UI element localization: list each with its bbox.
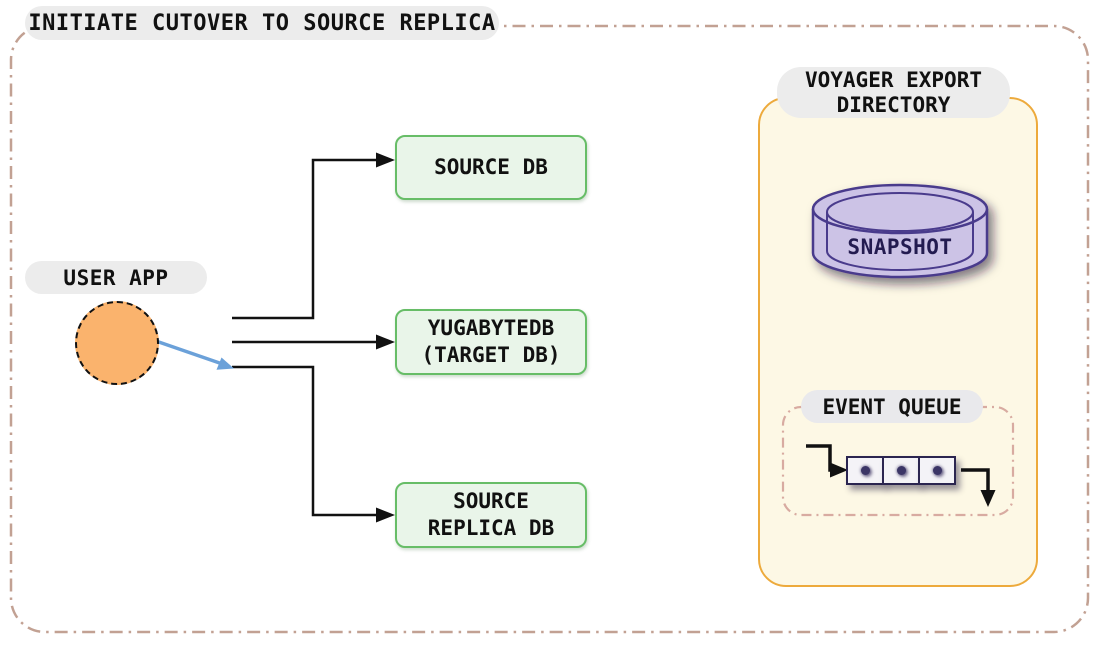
node-yugabytedb-label-line2: (TARGET DB) [421,343,561,367]
node-yugabytedb-target: YUGABYTEDB (TARGET DB) [395,309,587,375]
voyager-label-line1: VOYAGER EXPORT [804,67,982,92]
queue-item-icon [846,456,884,485]
node-source-db-label: SOURCE DB [434,155,548,179]
blue-arrow-icon [152,338,234,370]
snapshot-label: SNAPSHOT [847,235,953,259]
arrow-user-to-source-replica-db [232,365,395,523]
queue-item-dot [860,466,870,475]
queue-item-icon [918,456,956,485]
diagram-title: INITIATE CUTOVER TO SOURCE REPLICA [25,6,499,40]
node-source-replica-label-line2: REPLICA DB [427,516,555,540]
node-source-replica-label-line1: SOURCE [453,489,529,513]
diagram-title-text: INITIATE CUTOVER TO SOURCE REPLICA [28,10,496,36]
arrow-user-to-source-db [232,152,395,320]
node-source-replica-db: SOURCE REPLICA DB [395,482,587,548]
event-queue-label-text: EVENT QUEUE [822,394,962,419]
node-source-db: SOURCE DB [395,135,587,200]
voyager-label-line2: DIRECTORY [836,92,951,117]
event-queue-label: EVENT QUEUE [801,390,983,423]
node-yugabytedb-label-line1: YUGABYTEDB [427,316,555,340]
queue-item-dot [896,466,906,475]
user-app-circle-icon [75,301,159,385]
voyager-export-directory-label: VOYAGER EXPORT DIRECTORY [777,67,1010,118]
queue-items [846,456,956,485]
queue-item-dot [932,466,942,475]
queue-item-icon [882,456,920,485]
arrow-user-to-target-db [232,334,395,350]
voyager-export-directory-container [758,97,1038,587]
user-app-label-text: USER APP [63,265,169,290]
user-app-label: USER APP [25,261,207,294]
